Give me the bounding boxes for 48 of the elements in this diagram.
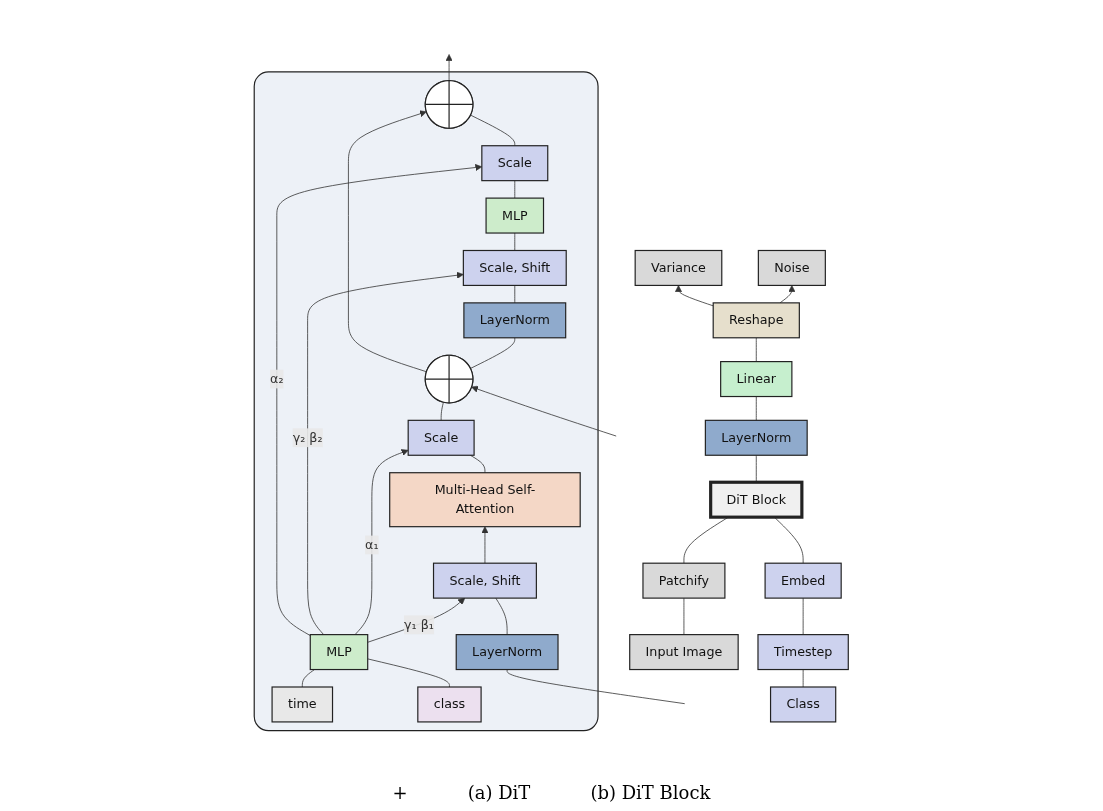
process-box: Scale (481, 145, 549, 182)
connector-line (803, 597, 804, 635)
connector-line (756, 337, 757, 362)
edge-label: α₂ (270, 369, 284, 389)
edge-label: γ₁ β₁ (404, 615, 435, 635)
process-box: class (417, 686, 482, 723)
connector-line (756, 454, 757, 483)
connector-line (470, 454, 486, 474)
process-box: Scale, Shift (463, 249, 568, 286)
process-box: Noise (758, 249, 827, 286)
process-box: LayerNorm (705, 419, 808, 456)
process-box: MLP (485, 197, 545, 234)
edge-label: γ₂ β₂ (292, 428, 323, 448)
process-box: Embed (764, 562, 842, 599)
process-box: Scale (407, 419, 475, 456)
process-box: Linear (720, 361, 793, 398)
process-box: MLP (309, 634, 369, 671)
connector-line (683, 597, 685, 635)
connector-line (756, 396, 757, 421)
connector-line (495, 597, 508, 635)
connector-line (470, 114, 516, 147)
connector-line (302, 669, 316, 688)
process-box: Multi-Head Self-Attention (389, 472, 582, 528)
process-box: Variance (634, 249, 723, 286)
process-box: time (271, 686, 334, 723)
sum-circle (424, 80, 474, 129)
process-box: Reshape (712, 302, 801, 339)
connector-line (367, 658, 451, 688)
connector-line (803, 669, 804, 688)
connector-line (470, 337, 516, 369)
process-box: LayerNorm (463, 302, 567, 339)
connector-line (514, 232, 516, 251)
connector-line (514, 285, 516, 304)
process-box: LayerNorm (455, 634, 559, 671)
process-box: Patchify (642, 562, 726, 599)
process-box: DiT Block (709, 480, 804, 519)
process-box: Input Image (629, 634, 739, 671)
edge-label: α₁ (365, 535, 379, 555)
process-box: Scale, Shift (433, 562, 538, 599)
connector-line (441, 401, 445, 421)
connector-line (506, 669, 686, 705)
sum-circle (424, 354, 474, 404)
process-box: Timestep (757, 634, 850, 671)
connector-line (514, 180, 516, 199)
label-text: + (392, 782, 408, 803)
label-text: (a) DiT (467, 782, 531, 803)
label-text: (b) DiT Block (590, 782, 711, 803)
process-box: Class (770, 686, 837, 723)
